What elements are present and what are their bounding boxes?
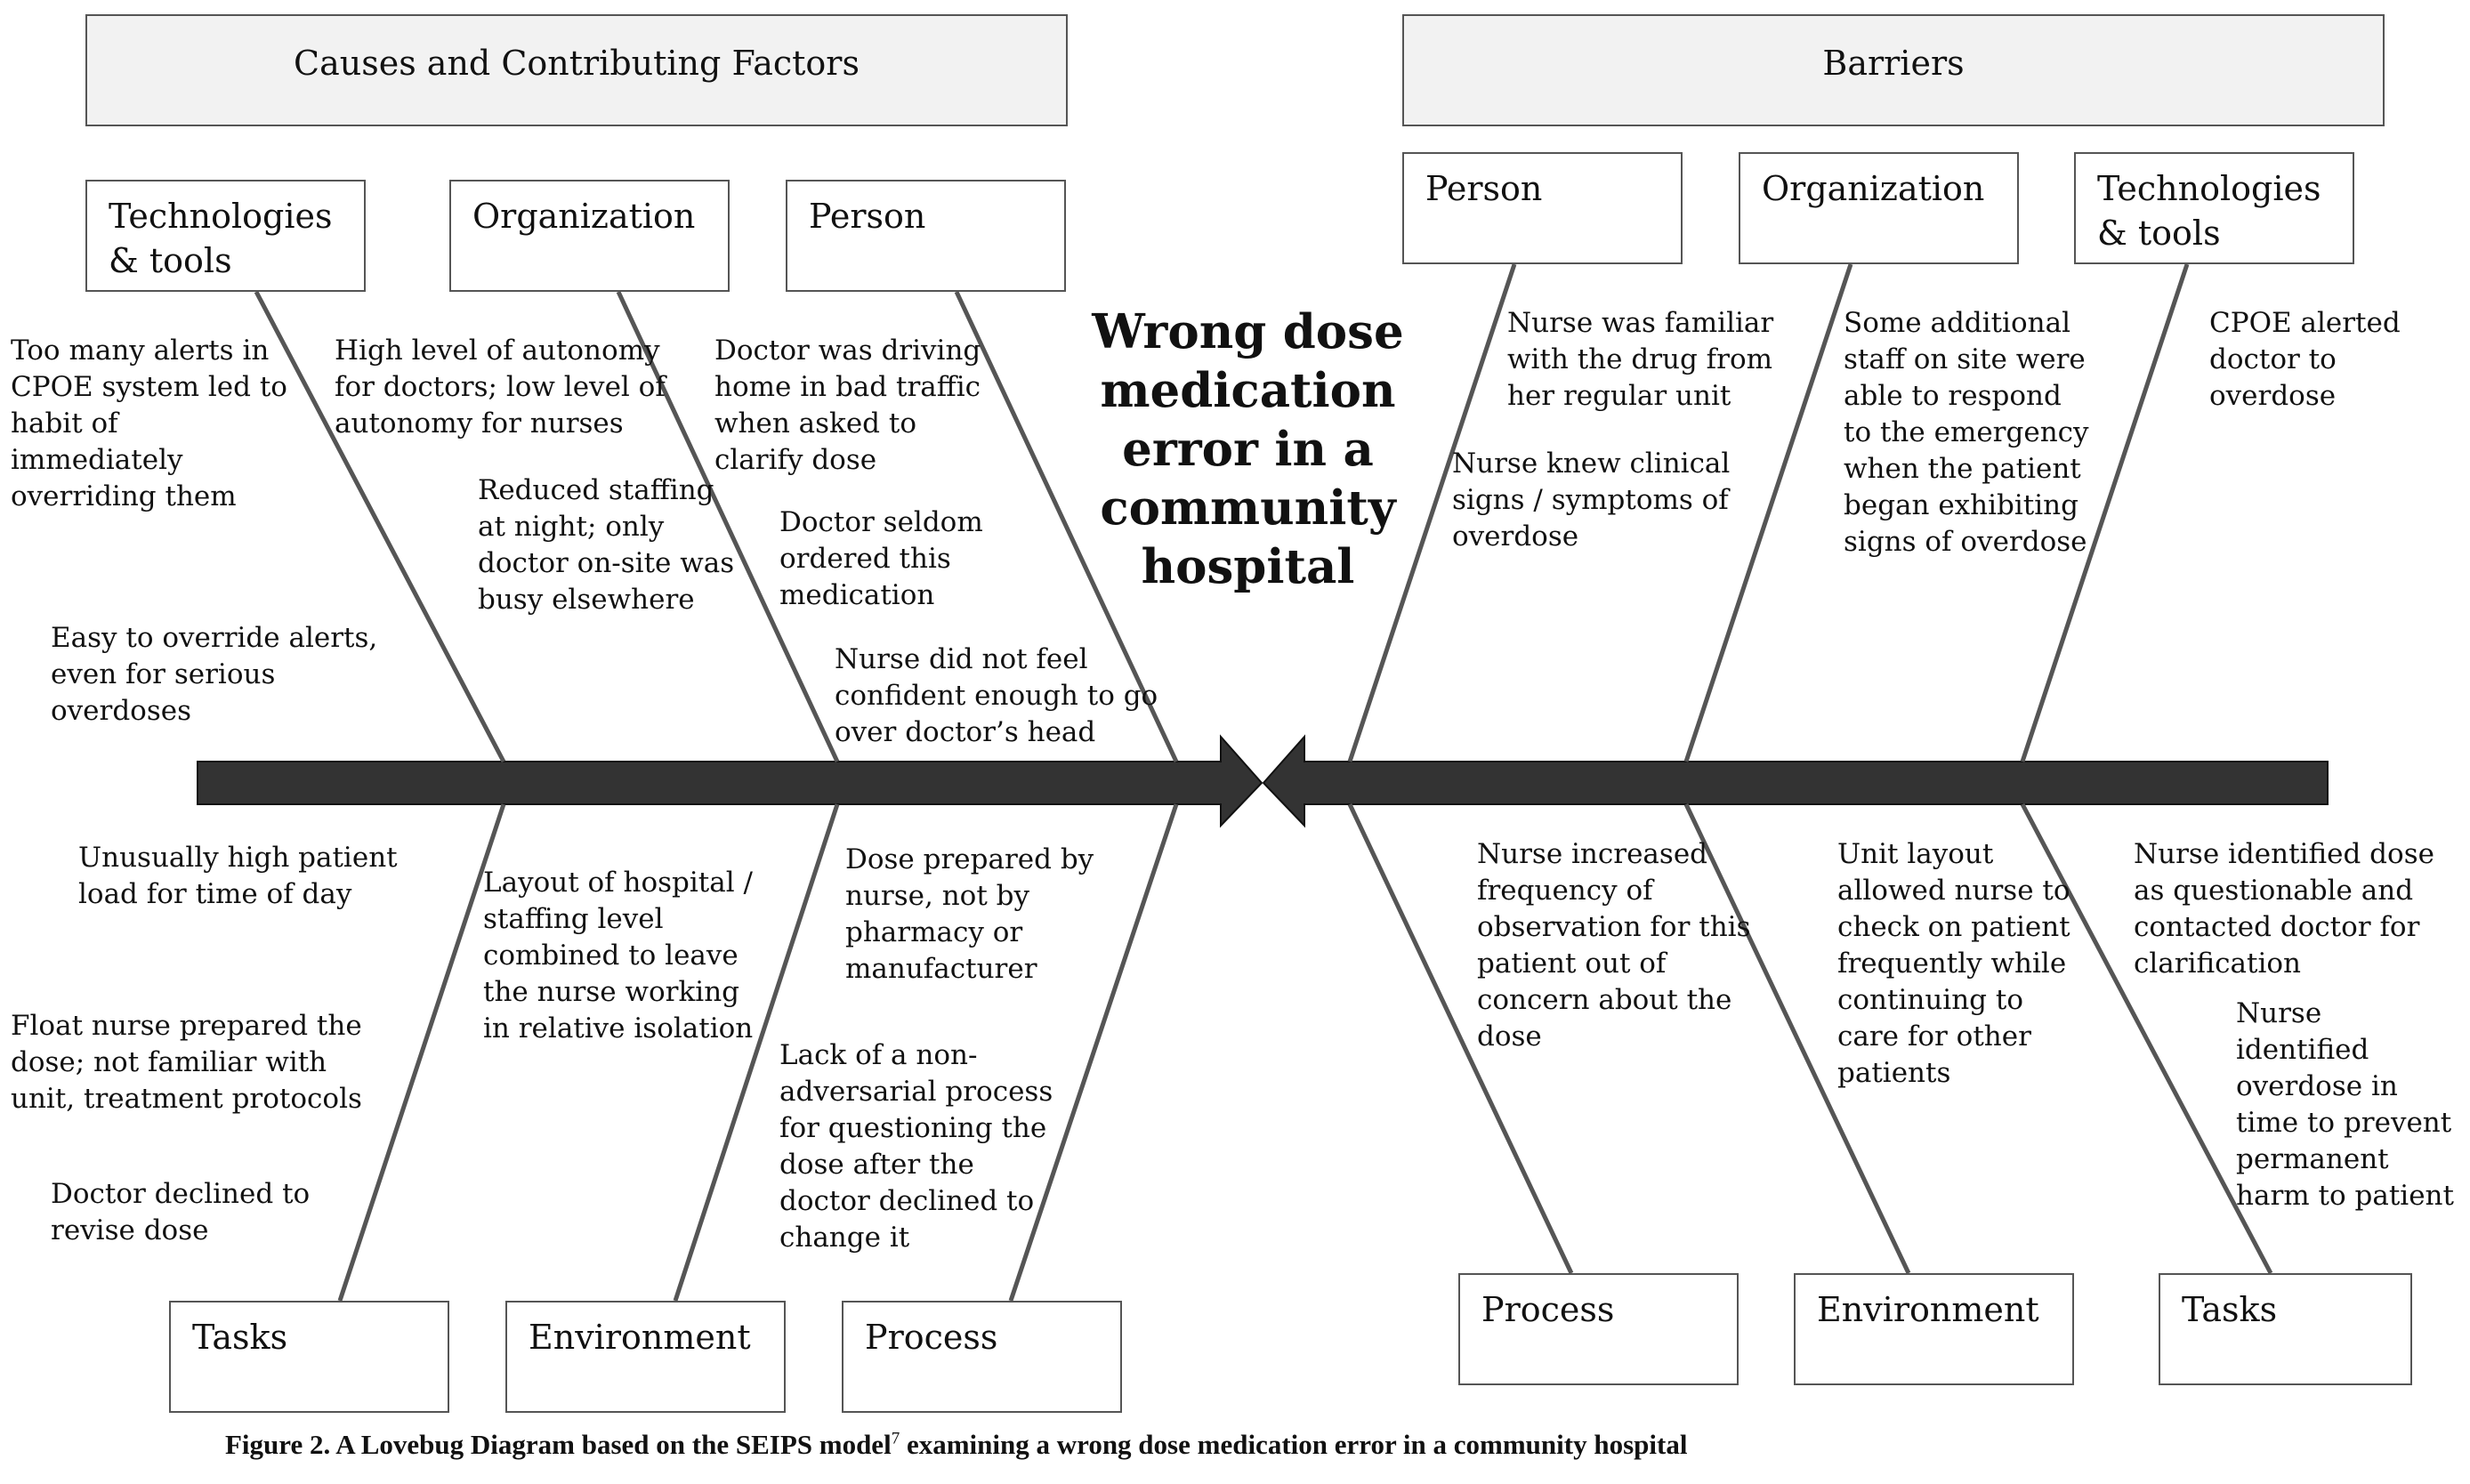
note-left-bottom: Float nurse prepared the dose; not famil… — [11, 1010, 362, 1115]
category-left-organization: Organization — [449, 180, 730, 292]
bone-right-tasks — [2020, 802, 2273, 1275]
left-header: Causes and Contributing Factors — [85, 14, 1068, 126]
note-right-top: Nurse knew clinical signs / symptoms of … — [1452, 448, 1731, 552]
note-left-bottom: Lack of a non- adversarial process for q… — [779, 1039, 1053, 1254]
note-right-bottom: Nurse identified dose as questionable an… — [2134, 838, 2434, 980]
bone-right-process — [1347, 802, 1574, 1275]
bone-left-person — [954, 290, 1179, 763]
note-left-top: Easy to override alerts, even for seriou… — [51, 622, 378, 727]
category-right-person: Person — [1402, 152, 1683, 264]
left-spine-arrow — [197, 734, 1263, 828]
note-left-top: Nurse did not feel confident enough to g… — [835, 643, 1158, 748]
note-right-top: Nurse was familiar with the drug from he… — [1507, 307, 1774, 412]
bone-right-person — [1347, 263, 1517, 762]
bone-left-org — [616, 290, 840, 763]
note-left-top: Doctor was driving home in bad traffic w… — [714, 335, 981, 476]
right-header-label: Barriers — [1822, 44, 1965, 83]
category-right-process: Process — [1458, 1273, 1739, 1385]
category-left-technologies: Technologies & tools — [85, 180, 366, 292]
category-right-technologies: Technologies & tools — [2074, 152, 2354, 264]
diagram-title: Wrong dose medication error in a communi… — [1092, 304, 1404, 594]
note-left-top: Reduced staffing at night; only doctor o… — [478, 474, 735, 616]
category-left-environment: Environment — [505, 1301, 786, 1413]
category-right-organization: Organization — [1739, 152, 2019, 264]
note-right-top: Some additional staff on site were able … — [1844, 307, 2089, 558]
bone-left-process — [1008, 803, 1179, 1302]
note-left-bottom: Layout of hospital / staffing level comb… — [483, 867, 754, 1044]
bone-left-tasks — [337, 803, 506, 1302]
bone-left-tech — [254, 290, 506, 763]
figure-caption: Figure 2. A Lovebug Diagram based on the… — [225, 1429, 1688, 1460]
note-right-bottom: Unit layout allowed nurse to check on pa… — [1837, 838, 2070, 1089]
note-left-top: High level of autonomy for doctors; low … — [335, 335, 666, 440]
category-left-person: Person — [786, 180, 1066, 292]
bone-right-org — [1683, 263, 1853, 762]
bone-right-tech — [2020, 263, 2190, 762]
note-right-top: CPOE alerted doctor to overdose — [2209, 307, 2401, 412]
note-left-top: Doctor seldom ordered this medication — [779, 506, 983, 611]
bone-left-env — [673, 803, 840, 1302]
right-spine-arrow — [1262, 734, 2329, 828]
category-right-tasks: Tasks — [2159, 1273, 2412, 1385]
note-right-bottom: Nurse increased frequency of observation… — [1477, 838, 1751, 1053]
category-right-environment: Environment — [1794, 1273, 2074, 1385]
category-left-tasks: Tasks — [169, 1301, 449, 1413]
category-left-process: Process — [842, 1301, 1122, 1413]
note-left-bottom: Doctor declined to revise dose — [51, 1178, 311, 1246]
left-header-label: Causes and Contributing Factors — [294, 44, 860, 83]
caption-reference: 7 — [891, 1429, 900, 1448]
note-left-top: Too many alerts in CPOE system led to ha… — [11, 335, 287, 512]
bone-right-env — [1683, 802, 1911, 1275]
note-right-bottom: Nurse identified overdose in time to pre… — [2236, 997, 2454, 1212]
note-left-bottom: Unusually high patient load for time of … — [78, 842, 398, 910]
right-header: Barriers — [1402, 14, 2385, 126]
note-left-bottom: Dose prepared by nurse, not by pharmacy … — [845, 843, 1094, 985]
